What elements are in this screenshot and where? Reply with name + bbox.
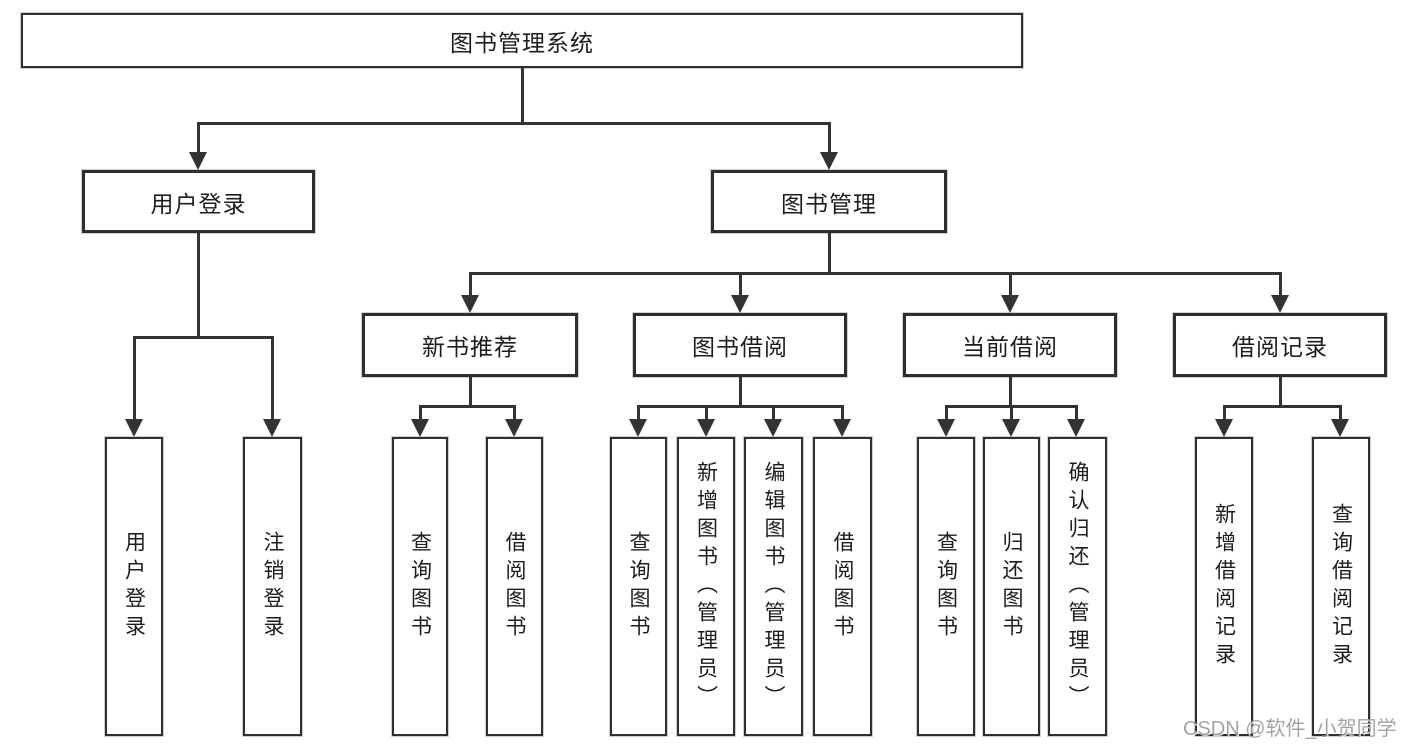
connector-l3-drop — [1279, 272, 1282, 296]
connector-book-mgmt-rail — [469, 272, 1282, 275]
leaf-query-books: 查询图书 — [610, 437, 667, 736]
arrowhead-leaf — [1002, 419, 1020, 437]
connector-user-login-drop — [197, 122, 200, 154]
connector-leaf-drop — [513, 405, 516, 420]
connector-leaf-drop — [1339, 405, 1342, 420]
arrowhead-leaf — [1215, 419, 1233, 437]
connector-book-mgmt-drop — [828, 122, 831, 154]
arrowhead-leaf — [125, 419, 143, 437]
leaf-query-borrow-record: 查询借阅记录 — [1312, 437, 1370, 736]
leaf-borrow-books: 借阅图书 — [486, 437, 543, 736]
connector-leaf-drop — [705, 405, 708, 420]
arrowhead-book-borrow — [731, 295, 749, 313]
node-user-login: 用户登录 — [82, 170, 315, 233]
node-book-management: 图书管理 — [711, 170, 947, 233]
connector-user-login-rail — [133, 336, 274, 339]
leaf-confirm-return-admin: 确认归还（管理员） — [1048, 437, 1107, 736]
arrowhead-current-borrow — [1001, 295, 1019, 313]
node-book-borrowing: 图书借阅 — [633, 313, 847, 377]
connector-root-stem — [521, 68, 524, 125]
connector-l3-drop — [739, 272, 742, 296]
arrowhead-user-login — [189, 152, 207, 170]
connector-l3-drop — [469, 272, 472, 296]
arrowhead-leaf — [505, 419, 523, 437]
node-new-book-recommendation: 新书推荐 — [362, 313, 578, 377]
leaf-return-books: 归还图书 — [983, 437, 1040, 736]
node-borrowing-records: 借阅记录 — [1173, 313, 1387, 377]
leaf-logout: 注销登录 — [243, 437, 302, 736]
connector-group-stem — [1009, 377, 1012, 408]
arrowhead-leaf — [1067, 419, 1085, 437]
connector-group-rail — [637, 405, 844, 408]
connector-group-stem — [1279, 377, 1282, 408]
connector-book-mgmt-stem — [828, 233, 831, 275]
connector-leaf-drop — [1010, 405, 1013, 420]
csdn-watermark: CSDN @软件_小贺同学 — [1183, 718, 1397, 740]
leaf-query-books: 查询图书 — [917, 437, 975, 736]
leaf-add-borrow-record: 新增借阅记录 — [1195, 437, 1253, 736]
arrowhead-leaf — [937, 419, 955, 437]
leaf-user-login: 用户登录 — [105, 437, 163, 736]
arrowhead-borrow-record — [1271, 295, 1289, 313]
connector-leaf-drop — [271, 336, 274, 420]
connector-user-login-stem — [197, 233, 200, 339]
connector-l3-drop — [1009, 272, 1012, 296]
arrowhead-book-mgmt — [820, 152, 838, 170]
arrowhead-leaf — [1331, 419, 1349, 437]
connector-leaf-drop — [637, 405, 640, 420]
connector-group-stem — [469, 377, 472, 408]
leaf-add-books-admin: 新增图书（管理员） — [677, 437, 735, 736]
connector-group-rail — [1223, 405, 1342, 408]
arrowhead-leaf — [833, 419, 851, 437]
connector-leaf-drop — [133, 336, 136, 420]
arrowhead-leaf — [697, 419, 715, 437]
connector-root-rail — [197, 122, 831, 125]
leaf-query-books: 查询图书 — [392, 437, 448, 736]
arrowhead-leaf — [629, 419, 647, 437]
connector-leaf-drop — [419, 405, 422, 420]
connector-leaf-drop — [841, 405, 844, 420]
leaf-edit-books-admin: 编辑图书（管理员） — [744, 437, 803, 736]
connector-leaf-drop — [1075, 405, 1078, 420]
connector-leaf-drop — [772, 405, 775, 420]
node-current-borrowing: 当前借阅 — [903, 313, 1117, 377]
connector-group-rail — [419, 405, 516, 408]
arrowhead-leaf — [764, 419, 782, 437]
connector-leaf-drop — [945, 405, 948, 420]
leaf-borrow-books: 借阅图书 — [813, 437, 872, 736]
node-library-management-system: 图书管理系统 — [21, 13, 1023, 68]
connector-leaf-drop — [1223, 405, 1226, 420]
arrowhead-leaf — [263, 419, 281, 437]
connector-group-stem — [739, 377, 742, 408]
arrowhead-new-book — [461, 295, 479, 313]
arrowhead-leaf — [411, 419, 429, 437]
